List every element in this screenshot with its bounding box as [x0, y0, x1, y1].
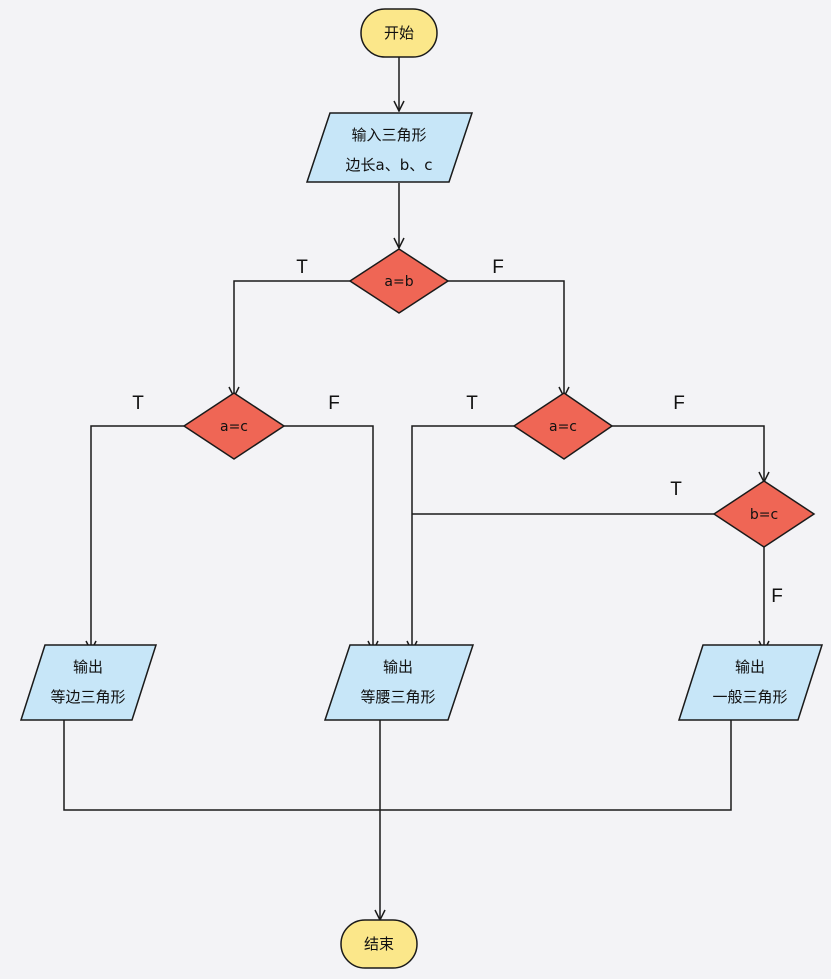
output-general-line1: 输出: [735, 658, 765, 676]
edge-ab-true: [234, 280, 350, 397]
input-label-line2: 边长a、b、c: [346, 156, 433, 174]
decision-a-eq-c-left: a=c: [182, 392, 286, 460]
edge-label-bc-true: T: [670, 479, 682, 500]
edge-ac-right-false: [612, 425, 764, 482]
output-equilateral-line2: 等边三角形: [50, 688, 125, 706]
output-isosceles-line2: 等腰三角形: [360, 688, 435, 706]
edge-label-bc-false: F: [771, 586, 783, 607]
decision-a-eq-c-right-label: a=c: [549, 419, 577, 435]
edge-general-to-merge: [380, 720, 732, 811]
end-terminal: 结束: [340, 919, 418, 969]
end-label: 结束: [364, 935, 394, 953]
output-isosceles-line1: 输出: [383, 658, 413, 676]
connectors: [63, 57, 764, 920]
output-general: 输出 一般三角形: [677, 644, 824, 721]
decision-b-eq-c: b=c: [712, 480, 816, 548]
edge-equilateral-to-merge: [63, 720, 380, 811]
input-parallelogram: 输入三角形 边长a、b、c: [305, 112, 474, 183]
edge-label-ac-right-false: F: [673, 393, 685, 414]
edge-ab-false: [448, 280, 564, 397]
decision-a-eq-b: a=b: [348, 248, 450, 314]
decision-a-eq-c-left-label: a=c: [220, 419, 248, 435]
edge-labels: T F T F T F T F: [132, 257, 783, 607]
output-equilateral-line1: 输出: [73, 658, 103, 676]
start-terminal: 开始: [360, 8, 438, 58]
decision-a-eq-b-label: a=b: [384, 274, 413, 290]
edge-ac-left-false: [284, 425, 373, 651]
edge-label-ac-left-false: F: [328, 393, 340, 414]
output-isosceles: 输出 等腰三角形: [323, 644, 475, 721]
decision-a-eq-c-right: a=c: [512, 392, 614, 460]
edge-ac-right-true: [412, 425, 514, 651]
edge-label-ab-true: T: [296, 257, 308, 278]
start-label: 开始: [384, 24, 414, 42]
edge-label-ac-right-true: T: [466, 393, 478, 414]
edge-ac-left-true: [91, 425, 184, 651]
edge-label-ac-left-true: T: [132, 393, 144, 414]
output-equilateral: 输出 等边三角形: [19, 644, 158, 721]
output-general-line2: 一般三角形: [712, 688, 787, 706]
input-label-line1: 输入三角形: [351, 126, 426, 144]
decision-b-eq-c-label: b=c: [750, 507, 778, 523]
edge-label-ab-false: F: [492, 257, 504, 278]
